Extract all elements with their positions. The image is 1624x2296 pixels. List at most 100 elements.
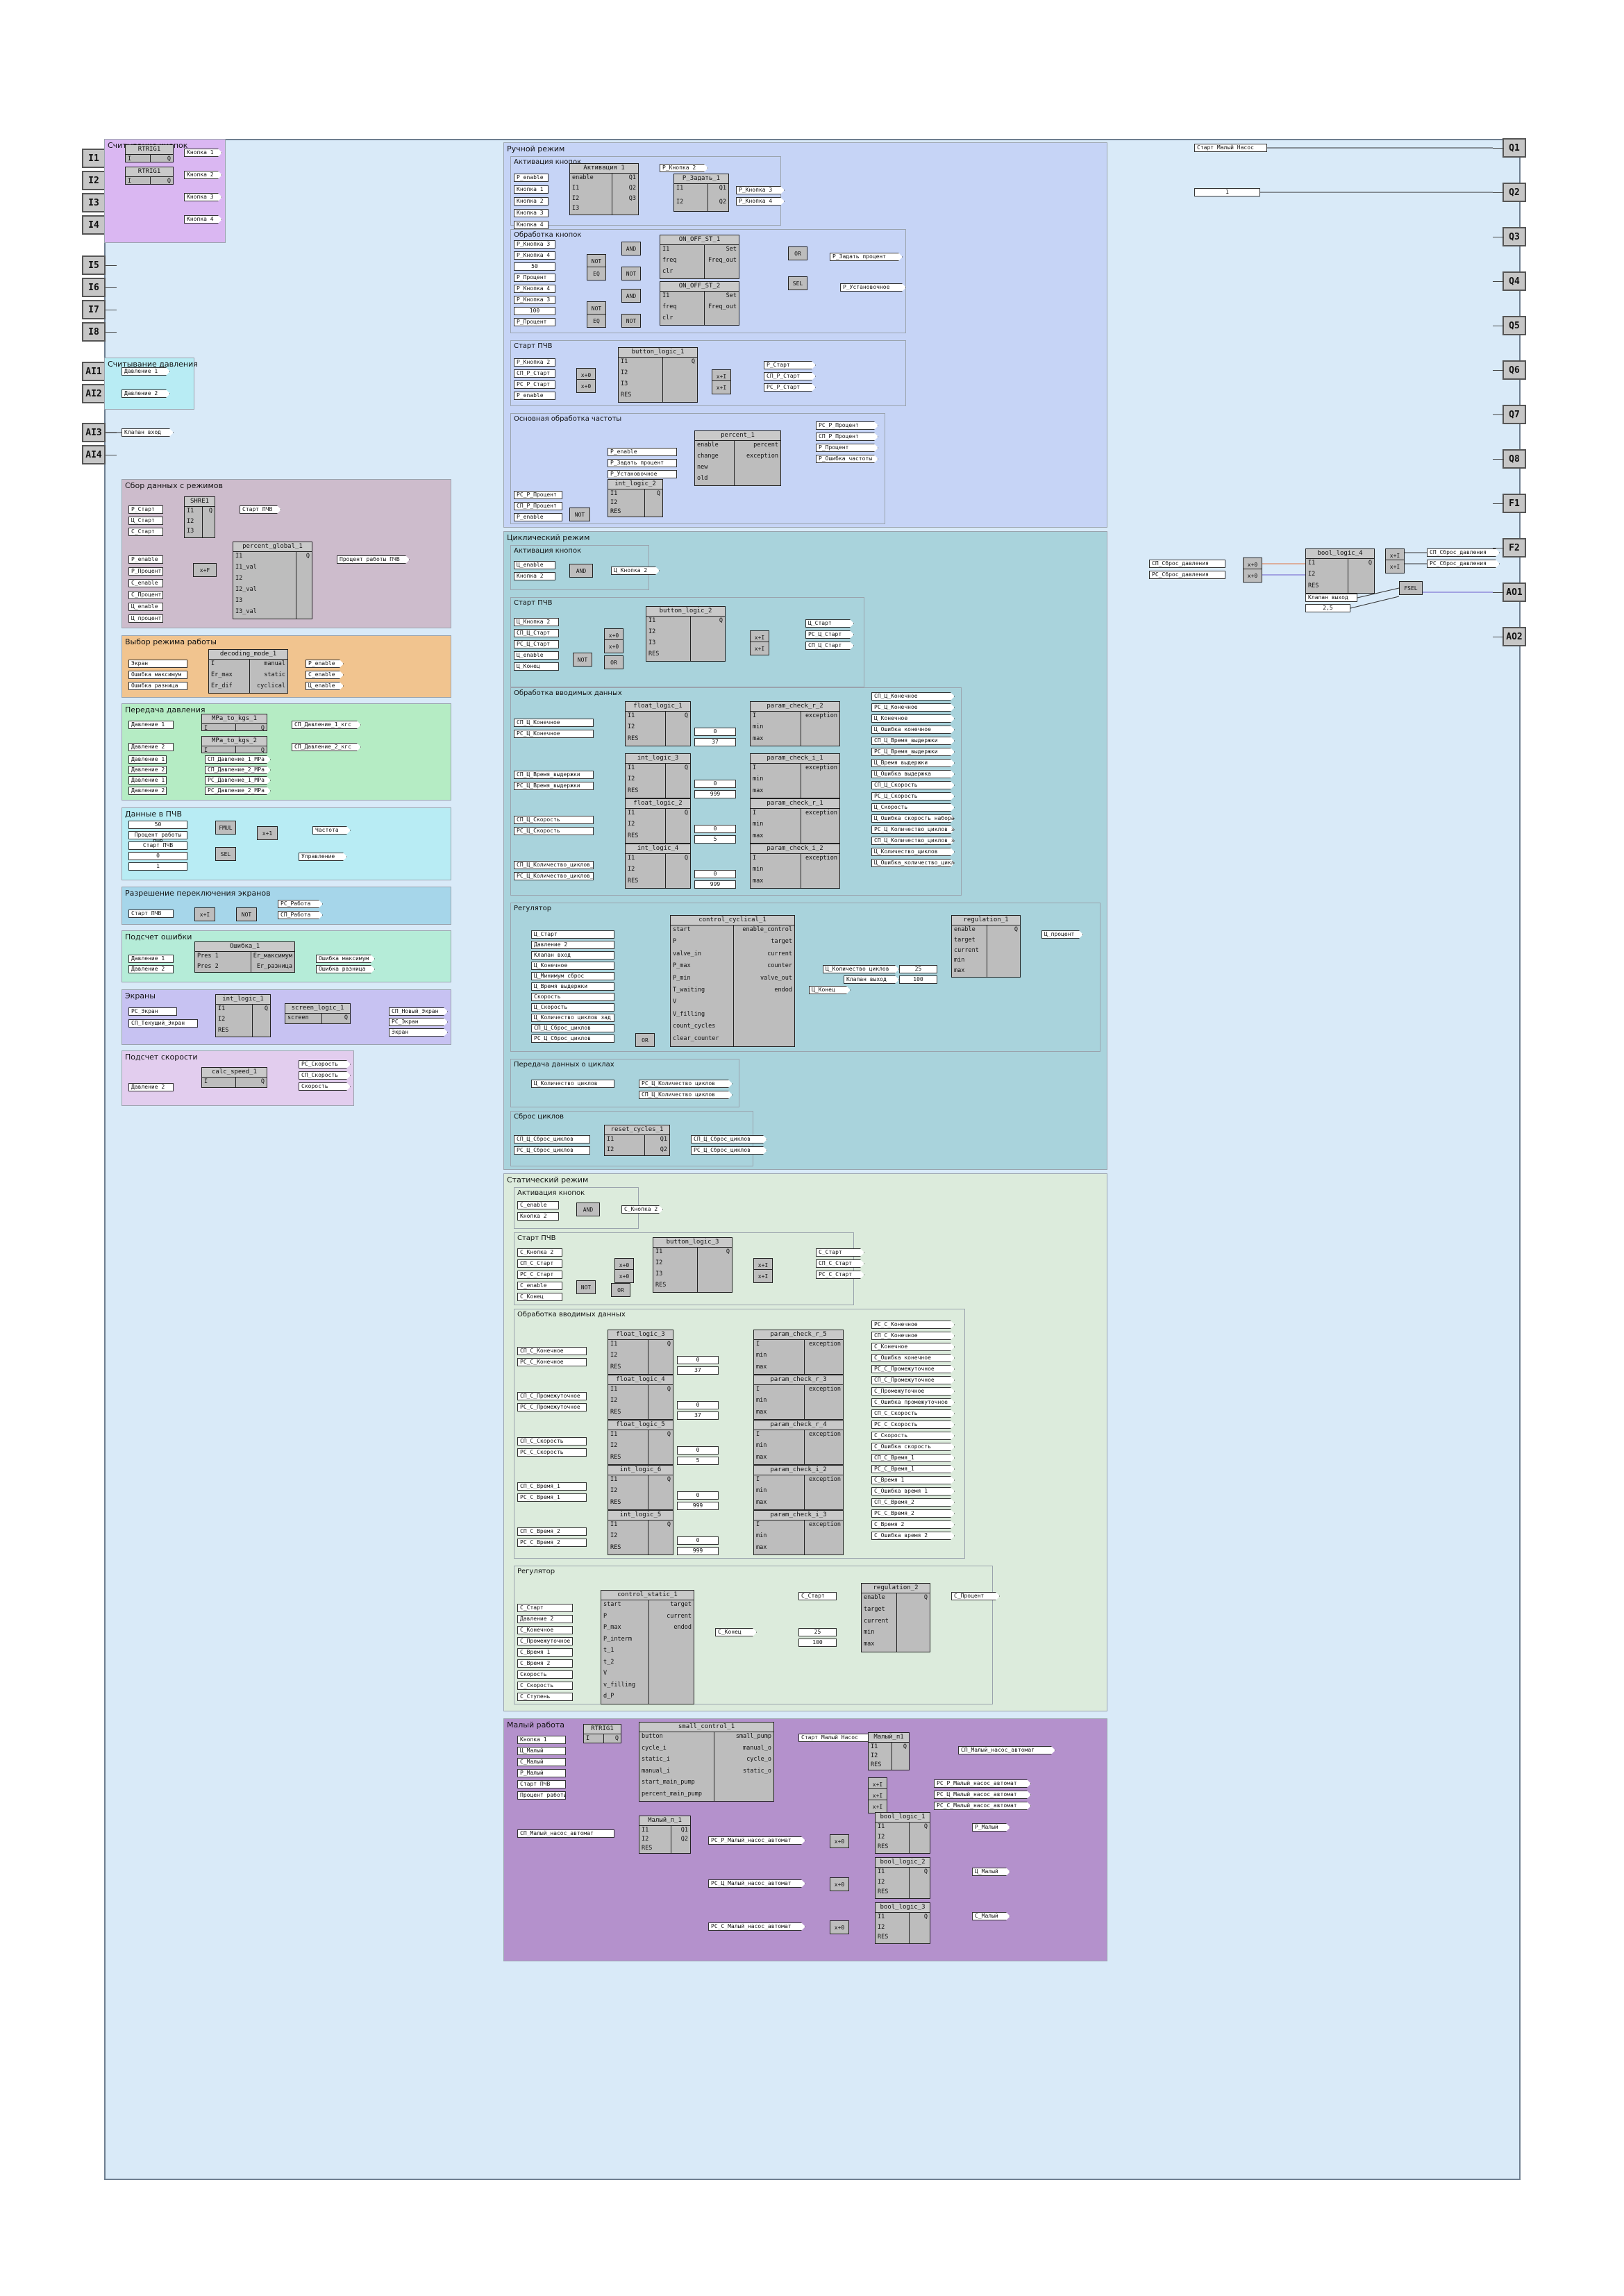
output-pin-f2[interactable]: F2 [1502, 538, 1526, 558]
logic-gate[interactable]: AND [621, 242, 641, 255]
convert-gate[interactable]: x+0 [614, 1269, 634, 1283]
or-gate[interactable]: OR [604, 655, 623, 669]
convert-gate[interactable]: x+I [868, 1800, 887, 1813]
convert-gate[interactable]: x+I [712, 380, 731, 394]
output-pin-f1[interactable]: F1 [1502, 494, 1526, 513]
output-pin-ao2[interactable]: AO2 [1502, 627, 1526, 646]
input-pin-i4[interactable]: I4 [82, 215, 106, 235]
convert-gate[interactable]: x+0 [1243, 569, 1262, 583]
output-pin-q4[interactable]: Q4 [1502, 271, 1526, 291]
input-pin-i3[interactable]: I3 [82, 193, 106, 212]
input-pin-i7[interactable]: I7 [82, 300, 106, 319]
input-pin-i8[interactable]: I8 [82, 322, 106, 342]
convert-gate[interactable]: x+I [753, 1258, 773, 1272]
or-gate[interactable]: OR [635, 1033, 655, 1047]
output-pin-q7[interactable]: Q7 [1502, 405, 1526, 424]
or-gate[interactable]: OR [788, 246, 807, 260]
logic-gate[interactable]: NOT [587, 254, 606, 268]
input-pin-i6[interactable]: I6 [82, 278, 106, 297]
logic-gate[interactable]: NOT [621, 314, 641, 328]
convert-gate[interactable]: x+I [868, 1788, 887, 1802]
logic-gate[interactable]: EQ [587, 314, 606, 328]
output-pin-q5[interactable]: Q5 [1502, 316, 1526, 335]
input-pin-ai2[interactable]: AI2 [82, 384, 106, 403]
input-pin-i5[interactable]: I5 [82, 255, 106, 275]
convert-gate[interactable]: x+0 [830, 1834, 849, 1848]
logic-gate[interactable]: EQ [587, 267, 606, 280]
convert-gate[interactable]: x+0 [604, 639, 623, 653]
logic-gate[interactable]: NOT [587, 301, 606, 315]
convert-gate[interactable]: x+F [193, 563, 217, 577]
convert-gate[interactable]: x+0 [830, 1920, 849, 1934]
not-gate[interactable]: NOT [573, 653, 592, 667]
and-gate[interactable]: AND [569, 564, 593, 578]
output-pin-q2[interactable]: Q2 [1502, 183, 1526, 202]
sel-gate[interactable]: SEL [215, 847, 236, 861]
sel-gate[interactable]: SEL [788, 276, 807, 290]
convert-gate[interactable]: x+0 [576, 379, 596, 393]
convert-gate[interactable]: x+0 [830, 1877, 849, 1891]
convert-gate[interactable]: x+I [1385, 548, 1405, 562]
logic-gate[interactable]: AND [621, 289, 641, 303]
not-gate[interactable]: NOT [236, 907, 257, 921]
input-pin-ai4[interactable]: AI4 [82, 445, 106, 464]
output-pin-q6[interactable]: Q6 [1502, 360, 1526, 380]
not-gate[interactable]: NOT [569, 508, 590, 521]
input-pin-i1[interactable]: I1 [82, 149, 106, 168]
convert-gate[interactable]: x+I [753, 1269, 773, 1283]
or-gate[interactable]: OR [611, 1283, 630, 1297]
convert-gate[interactable]: x+I [750, 642, 769, 655]
input-pin-ai1[interactable]: AI1 [82, 362, 106, 381]
convert-gate[interactable]: x+I [750, 630, 769, 644]
output-pin-ao1[interactable]: AO1 [1502, 583, 1526, 602]
convert-gate[interactable]: x+1 [257, 826, 278, 840]
output-pin-q3[interactable]: Q3 [1502, 227, 1526, 246]
fsel-gate[interactable]: FSEL [1399, 581, 1423, 595]
input-pin-i2[interactable]: I2 [82, 171, 106, 190]
convert-gate[interactable]: x+I [194, 907, 215, 921]
and-gate[interactable]: AND [576, 1203, 600, 1216]
convert-gate[interactable]: x+I [1385, 560, 1405, 573]
